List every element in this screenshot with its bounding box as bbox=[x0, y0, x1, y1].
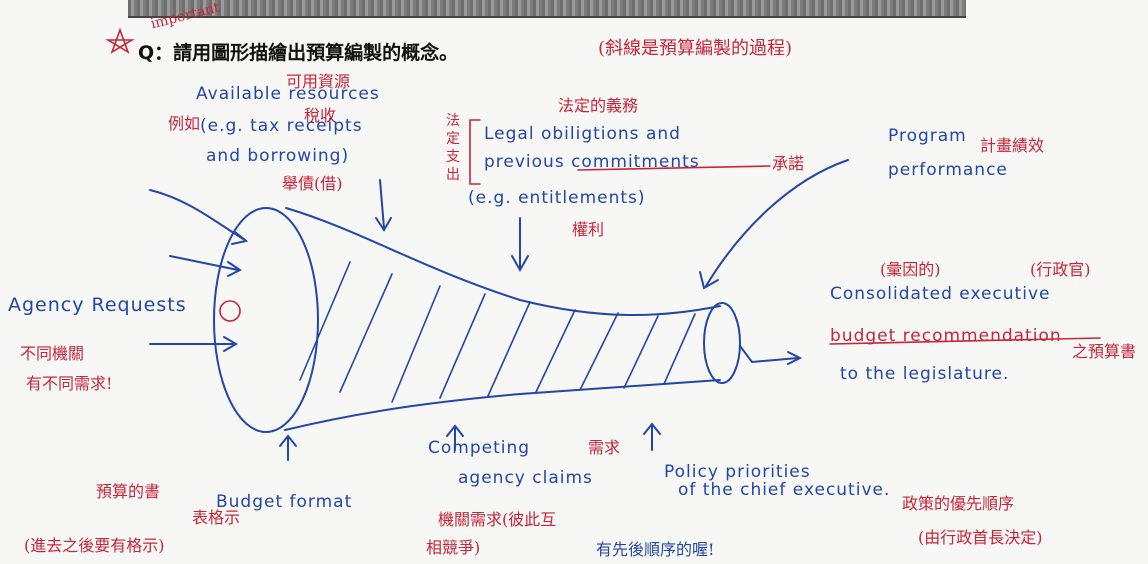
eg-zh: 例如 bbox=[168, 114, 201, 133]
bottom-note: 有先後順序的喔! bbox=[596, 540, 715, 559]
competing-label-2: agency claims bbox=[458, 468, 593, 488]
agency-zh-1: 不同機關 bbox=[20, 344, 85, 363]
competing-label-1: Competing bbox=[428, 438, 531, 458]
budget-format-zh-3: (進去之後要有格示) bbox=[24, 536, 165, 555]
funnel-top-edge bbox=[285, 207, 721, 317]
entitlements-zh: 權利 bbox=[572, 220, 605, 239]
question-text: Q：請用圖形描繪出預算編製的概念。 bbox=[138, 42, 459, 64]
available-zh: 可用資源 bbox=[286, 72, 351, 91]
available-label-3: and borrowing) bbox=[206, 146, 350, 166]
budget-book-zh: 之預算書 bbox=[1072, 342, 1137, 361]
consolidated-label-1: Consolidated executive bbox=[830, 284, 1051, 304]
legal-label-1: Legal obiligtions and bbox=[484, 124, 681, 144]
policy-label-1: Policy priorities bbox=[664, 462, 811, 482]
budget-format-label: Budget format bbox=[216, 492, 353, 512]
commitments-zh: 承諾 bbox=[772, 154, 805, 173]
consolidated-label-3: to the legislature. bbox=[840, 364, 1010, 384]
program-label-1: Program bbox=[888, 126, 967, 146]
program-label-2: performance bbox=[888, 160, 1008, 180]
budget-format-zh-1: 預算的書 bbox=[96, 482, 161, 501]
question-note: (斜線是預算編製的過程) bbox=[598, 38, 793, 59]
policy-label-2: of the chief executive. bbox=[678, 480, 891, 500]
legal-side-zh: 法定支出 bbox=[446, 113, 460, 183]
legal-bracket bbox=[469, 119, 481, 185]
star-mark bbox=[105, 27, 135, 54]
agency-requests-label: Agency Requests bbox=[8, 294, 187, 316]
funnel-bottom-edge bbox=[284, 379, 721, 431]
consolidated-zh: (彙因的) bbox=[880, 260, 941, 279]
tax-zh: 稅收 bbox=[304, 106, 337, 125]
policy-zh-1: 政策的優先順序 bbox=[902, 494, 1015, 513]
commitments-underline bbox=[577, 165, 771, 171]
policy-zh-2: (由行政首長決定) bbox=[918, 528, 1043, 547]
legal-zh: 法定的義務 bbox=[558, 96, 639, 115]
competing-zh-3: 相競爭) bbox=[426, 538, 481, 557]
competing-zh-1: 需求 bbox=[588, 438, 621, 457]
scanned-header-band bbox=[128, 0, 966, 18]
executive-zh: (行政官) bbox=[1030, 260, 1091, 279]
consolidated-label-2: budget recommendation bbox=[830, 326, 1062, 346]
funnel-hatching bbox=[299, 261, 696, 403]
funnel-wide-opening bbox=[213, 207, 319, 433]
competing-zh-2: 機關需求(彼此互 bbox=[438, 510, 557, 529]
available-label-2: (e.g. tax receipts bbox=[200, 116, 363, 136]
program-zh: 計畫績效 bbox=[980, 136, 1045, 155]
borrowing-zh: 舉債(借) bbox=[282, 174, 343, 193]
budget-rec-underline bbox=[829, 337, 1101, 345]
available-label-1: Available resources bbox=[196, 84, 380, 104]
legal-label-2: previous commitments bbox=[484, 152, 700, 172]
input-arrows bbox=[149, 159, 849, 461]
requests-circle bbox=[219, 300, 241, 322]
legal-label-3: (e.g. entitlements) bbox=[468, 188, 646, 208]
funnel-narrow-opening bbox=[703, 302, 741, 384]
agency-zh-2: 有不同需求! bbox=[26, 374, 113, 393]
budget-format-zh-2: 表格示 bbox=[192, 508, 241, 527]
